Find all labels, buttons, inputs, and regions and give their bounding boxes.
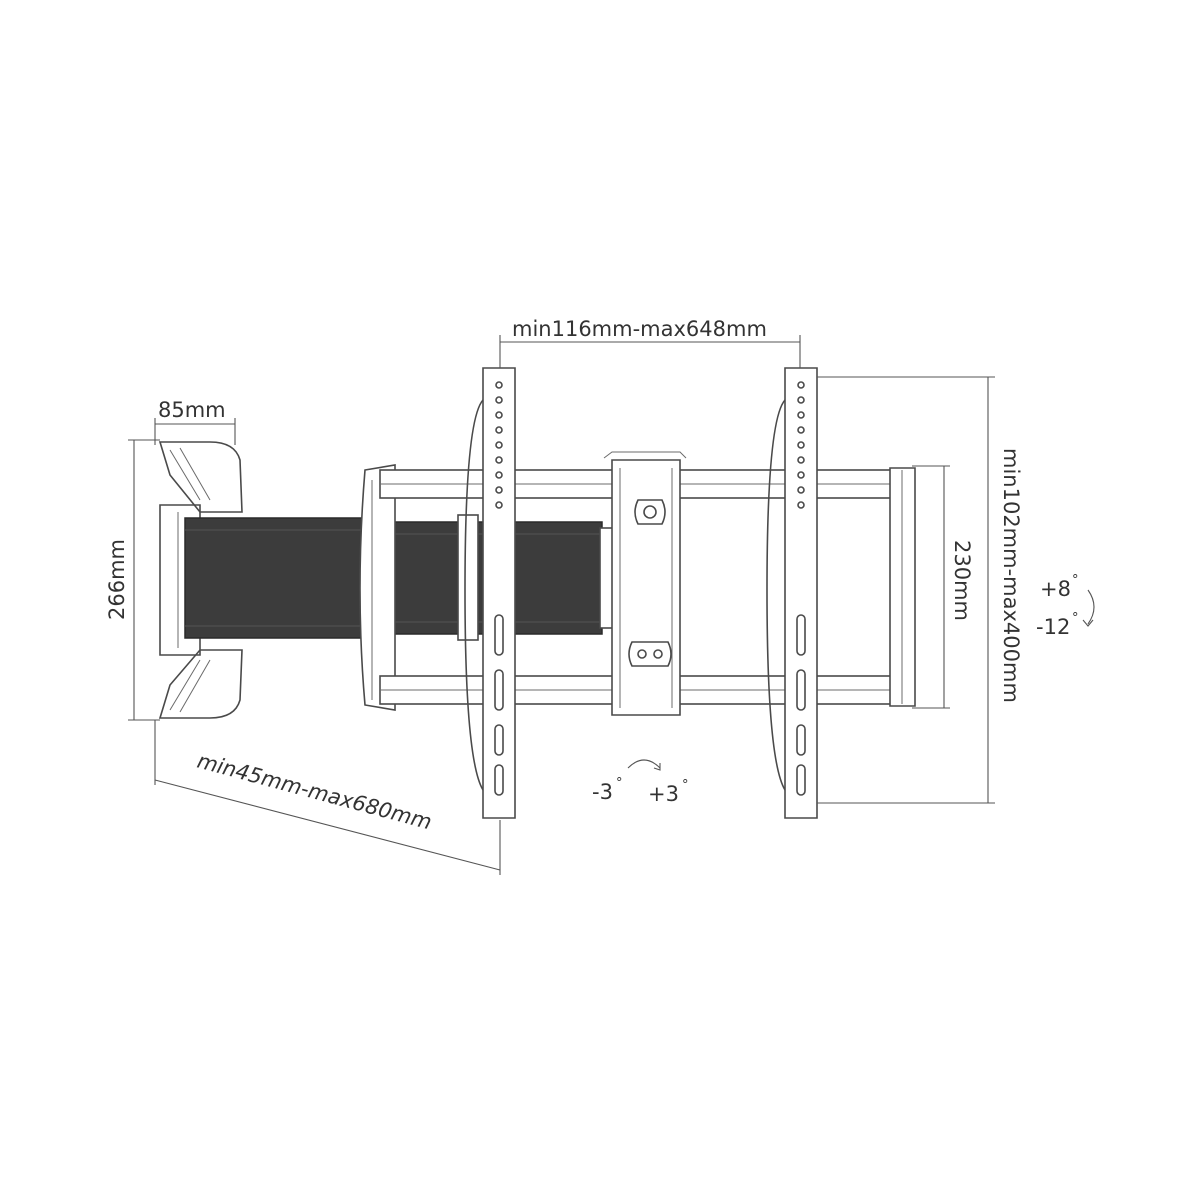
label-frame-height: 230mm (950, 540, 974, 621)
tilt-arrow-icon (1087, 589, 1095, 625)
dimension-extension: min45mm-max680mm (154, 720, 501, 875)
dimension-wall-plate-height: 266mm (105, 439, 160, 721)
label-swivel-left-unit: ° (616, 776, 623, 791)
label-swivel-right: +3 (648, 782, 679, 806)
dimension-arm-depth: 85mm (154, 398, 236, 445)
label-horizontal-spacing: min116mm-max648mm (512, 317, 767, 341)
tilt-bracket (603, 451, 687, 716)
label-swivel-left: -3 (592, 780, 613, 804)
label-wall-plate-height: 266mm (105, 539, 129, 620)
arm-pivot-block (359, 464, 615, 711)
dimension-frame-height: 230mm (912, 465, 974, 709)
dimension-horizontal-spacing: min116mm-max648mm (499, 317, 801, 368)
label-swivel-right-unit: ° (682, 778, 689, 793)
label-tilt-up: +8 (1040, 577, 1071, 601)
label-arm-depth: 85mm (158, 398, 226, 422)
label-tilt-up-unit: ° (1072, 573, 1079, 588)
right-vesa-bracket (766, 367, 818, 819)
swivel-arrow-icon (627, 759, 661, 769)
tilt-indicator: +8 ° -12 ° (1036, 573, 1095, 639)
dimension-vertical-spacing: min102mm-max400mm (817, 376, 1023, 804)
label-vertical-spacing: min102mm-max400mm (999, 448, 1023, 703)
label-tilt-down: -12 (1036, 615, 1070, 639)
wall-plate (158, 441, 243, 719)
swivel-indicator: -3 ° +3 ° (592, 759, 689, 806)
left-vesa-bracket (464, 367, 516, 819)
label-tilt-down-unit: ° (1072, 611, 1079, 626)
